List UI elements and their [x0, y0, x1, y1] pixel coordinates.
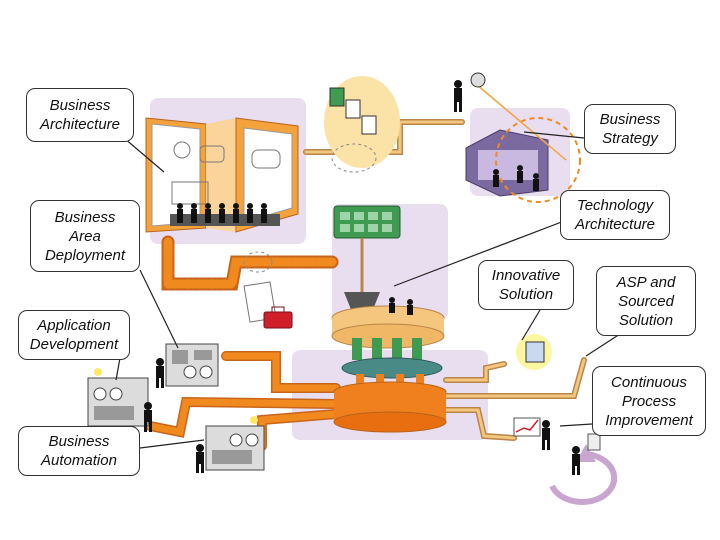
- callout-innovative-solution: Innovative Solution: [478, 260, 574, 310]
- callout-business-architecture: Business Architecture: [26, 88, 134, 142]
- strategy-room: [465, 72, 581, 203]
- cloud-ring: [331, 143, 377, 173]
- callout-business-automation: Business Automation: [18, 426, 140, 476]
- innovation-glow-icon: [516, 334, 552, 370]
- person-figure-icon: [454, 80, 462, 112]
- person-figure-icon: [542, 420, 550, 450]
- callout-application-development: Application Development: [18, 310, 130, 360]
- document-icon: [329, 87, 377, 135]
- person-figure-icon: [144, 402, 152, 432]
- control-panel-machine-icon: [205, 416, 265, 471]
- pipe-network: [145, 119, 587, 451]
- callout-technology-architecture: Technology Architecture: [560, 190, 670, 240]
- callout-asp-sourced-solution: ASP and Sourced Solution: [596, 266, 696, 336]
- person-figure-icon: [572, 446, 580, 475]
- document-icon: [587, 433, 601, 451]
- callout-continuous-process-improvement: Continuous Process Improvement: [592, 366, 706, 436]
- callout-business-strategy: Business Strategy: [584, 104, 676, 154]
- person-figure-icon: [156, 358, 164, 388]
- cycle-arrow-icon: [549, 444, 618, 505]
- improvement-chart-icon: [513, 417, 541, 437]
- people-group-icon: [177, 203, 267, 223]
- control-panel-machine-icon: [165, 343, 219, 387]
- toolbox-icon: [263, 306, 293, 329]
- callout-pointers: [115, 131, 621, 449]
- people-group-icon: [389, 297, 413, 315]
- callout-business-area-deployment: Business Area Deployment: [30, 200, 140, 272]
- people-group-icon: [493, 165, 539, 191]
- person-figure-icon: [196, 444, 204, 473]
- control-panel-machine-icon: [87, 368, 149, 427]
- factory-machine-icon: [331, 305, 447, 433]
